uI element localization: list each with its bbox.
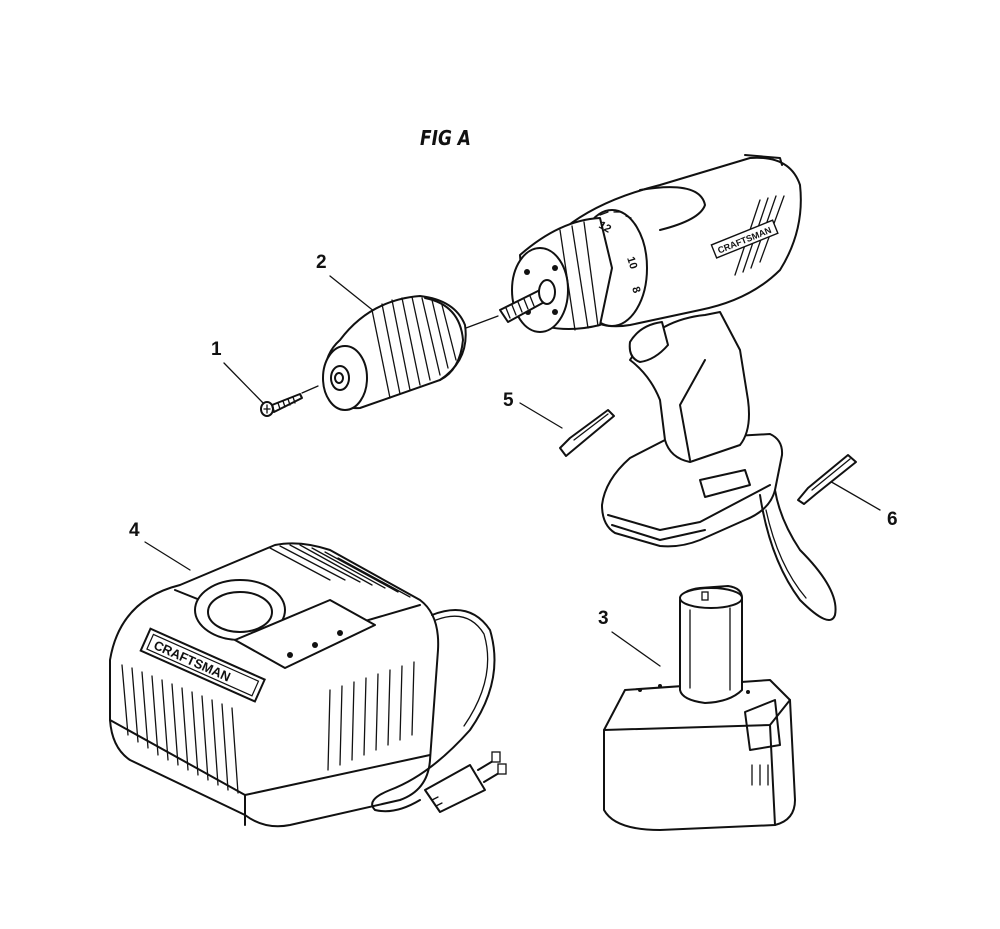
callout-1: 1 xyxy=(211,339,222,360)
callout-4: 4 xyxy=(129,520,140,541)
leader-3 xyxy=(611,631,661,667)
leader-5 xyxy=(519,402,563,429)
callout-2: 2 xyxy=(316,252,327,273)
clutch-number-10: 10 xyxy=(624,255,639,270)
part-6-bit xyxy=(797,454,857,505)
chuck-axis-line xyxy=(465,315,499,329)
leader-4 xyxy=(144,541,191,571)
clutch-number-8: 8 xyxy=(629,285,642,295)
power-cord xyxy=(371,609,496,813)
leader-lines xyxy=(144,275,881,667)
clutch-number-12: 12 xyxy=(597,219,614,236)
part-1-screw xyxy=(260,393,303,417)
part-2-chuck xyxy=(322,295,467,411)
power-plug xyxy=(424,764,486,813)
drill-body: 8 10 12 CRAFTSMAN xyxy=(499,154,837,621)
part-3-battery xyxy=(603,585,796,831)
leader-6 xyxy=(827,479,881,511)
wrist-strap xyxy=(759,489,837,621)
part-5-bit xyxy=(559,409,615,457)
callout-6: 6 xyxy=(887,509,898,530)
leader-2 xyxy=(329,275,376,313)
figure-title: FIG A xyxy=(420,126,471,150)
leader-1 xyxy=(223,362,266,406)
part-4-charger: CRAFTSMAN xyxy=(109,542,507,828)
screw-axis-line xyxy=(301,385,319,394)
callout-3: 3 xyxy=(598,608,609,629)
callout-5: 5 xyxy=(503,390,514,411)
